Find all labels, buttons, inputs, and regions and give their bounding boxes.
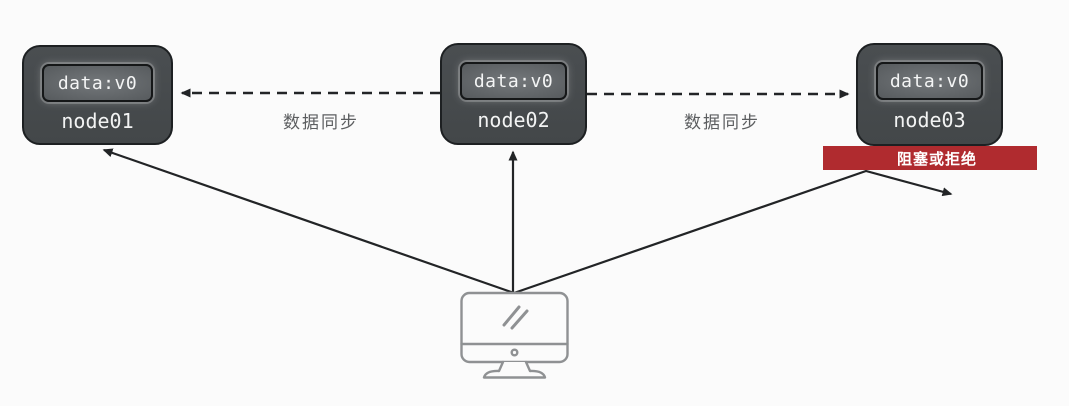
node-node01: data:v0 node01 bbox=[22, 45, 173, 145]
node-node02: data:v0 node02 bbox=[440, 43, 587, 145]
sync-label-right: 数据同步 bbox=[684, 113, 760, 132]
client-to-node03-blocked-arrow bbox=[513, 169, 953, 295]
blocked-banner: 阻塞或拒绝 bbox=[823, 146, 1037, 170]
node02-data-value: data:v0 bbox=[473, 70, 554, 92]
node-node03: data:v0 node03 bbox=[856, 43, 1003, 146]
node02-name-label: node02 bbox=[477, 107, 550, 132]
monitor-button-dot bbox=[510, 348, 519, 357]
monitor-stand bbox=[482, 360, 547, 379]
node01-data-display: data:v0 bbox=[42, 64, 153, 102]
node01-data-value: data:v0 bbox=[57, 72, 138, 94]
sync-label-left: 数据同步 bbox=[283, 113, 359, 132]
monitor-screen-slashes bbox=[502, 305, 529, 330]
client-to-node01-arrow bbox=[102, 148, 515, 295]
node03-data-display: data:v0 bbox=[876, 62, 983, 100]
monitor-screen bbox=[460, 291, 569, 364]
node01-name-label: node01 bbox=[61, 108, 134, 133]
node02-data-display: data:v0 bbox=[460, 62, 567, 100]
node03-name-label: node03 bbox=[893, 108, 966, 132]
node03-data-value: data:v0 bbox=[889, 70, 970, 92]
desktop-computer-icon bbox=[460, 291, 569, 379]
